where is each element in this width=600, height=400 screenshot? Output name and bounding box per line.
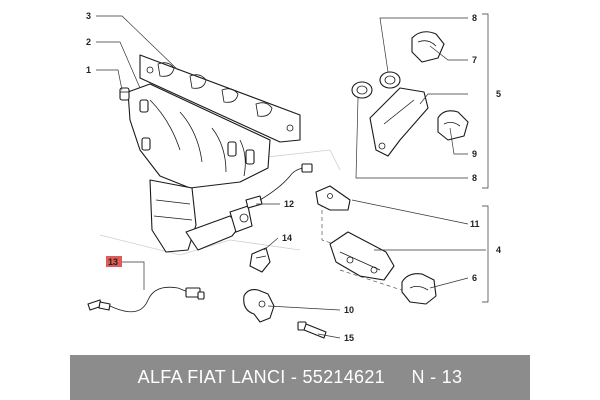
callout-3: 3 [86, 11, 91, 21]
callout-2: 2 [86, 37, 91, 47]
footer-part-number: 55214621 [302, 367, 385, 387]
footer-gap [385, 367, 412, 388]
manifold-gasket [139, 54, 301, 143]
group-brackets [482, 13, 489, 303]
downstream-oxygen-sensor [87, 286, 205, 313]
clip-part-14 [249, 247, 271, 273]
bolt-part-15 [297, 321, 327, 339]
callout-9: 9 [472, 149, 477, 159]
callout-13-highlight [106, 256, 122, 267]
callout-8-bottom: 8 [472, 173, 477, 183]
callout-labels: 3 2 1 8 7 5 9 8 11 4 6 12 14 10 15 13 [86, 11, 501, 343]
rubber-hanger-part-9 [437, 110, 469, 141]
part-number-banner: ALFA FIAT LANCI - 55214621 N - 13 [70, 355, 530, 400]
bracket-part-10 [243, 289, 275, 323]
callout-8-top: 8 [472, 13, 477, 23]
callout-11: 11 [470, 219, 480, 229]
nut-part-1 [119, 87, 130, 101]
callout-4: 4 [496, 245, 501, 255]
rubber-hanger-part-6 [411, 31, 445, 63]
footer-separator: - [285, 367, 303, 387]
leader-lines [96, 15, 486, 339]
exploded-parts-diagram: 3 2 1 8 7 5 9 8 11 4 6 12 14 10 15 13 [86, 11, 501, 343]
callout-7: 6 [472, 273, 477, 283]
callout-13: 13 [108, 257, 118, 267]
hanger-bracket-part-5 [369, 87, 429, 157]
footer-reference: N - 13 [411, 367, 463, 387]
callout-6: 7 [472, 55, 477, 65]
callout-10: 10 [344, 305, 354, 315]
callout-12: 12 [284, 199, 294, 209]
exhaust-manifold [127, 83, 271, 189]
rubber-bush-part-8-lower [351, 81, 373, 99]
support-bracket-part-4 [329, 231, 395, 281]
callout-15: 15 [344, 333, 354, 343]
rubber-bush-part-8-upper [379, 71, 401, 89]
callout-1: 1 [86, 65, 91, 75]
rubber-mount-part-7 [401, 273, 437, 305]
callout-14: 14 [282, 233, 292, 243]
bracket-part-11 [315, 185, 351, 211]
callout-5: 5 [496, 89, 501, 99]
catalytic-converter [149, 179, 253, 253]
footer-brand: ALFA FIAT LANCI [137, 367, 286, 387]
